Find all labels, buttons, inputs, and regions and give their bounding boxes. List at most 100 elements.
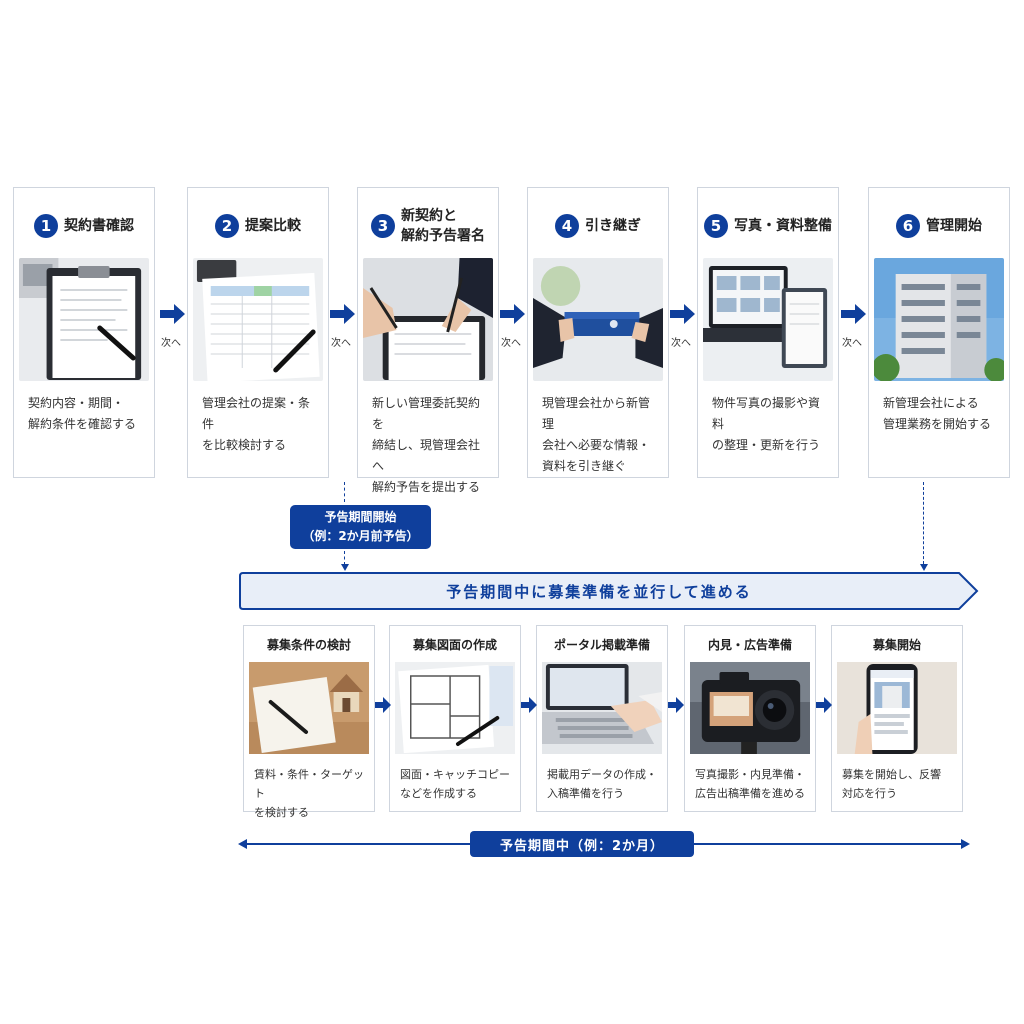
substep-title: ポータル掲載準備 (553, 638, 650, 652)
substep-title: 内見・広告準備 (707, 638, 792, 652)
next-arrow-icon (330, 304, 355, 324)
parallel-banner: 予告期間中に募集準備を並行して進める (239, 572, 979, 610)
next-arrow-icon (160, 304, 185, 324)
step-description: 管理会社の提案・条件 を比較検討する (202, 393, 320, 456)
laptop-typing-image (542, 662, 662, 754)
step-title-line: 解約予告署名 (401, 228, 485, 244)
step-desc-line: 管理会社の提案・条件 (202, 396, 311, 431)
substep-3-card: ポータル掲載準備 掲載用データの作成・ 入稿準備を行う (536, 625, 668, 812)
step-6-card: 6 管理開始 新管理会社による 管理業務を開始する (868, 187, 1010, 478)
smartphone-listing-image (837, 662, 957, 754)
step-3-header: 3 新契約と 解約予告署名 (358, 202, 498, 250)
step-desc-line: 現管理会社から新管理 (542, 396, 651, 431)
step-desc-line: 契約内容・期間・ (28, 396, 125, 410)
notice-connector-top (344, 482, 345, 502)
step-desc-line: 物件写真の撮影や資料 (712, 396, 821, 431)
step-desc-line: 管理業務を開始する (883, 417, 992, 431)
handover-binder-image (533, 258, 663, 381)
step-title: 管理開始 (926, 218, 982, 234)
substep-title: 募集条件の検討 (266, 638, 351, 652)
step-title: 新契約と 解約予告署名 (401, 206, 485, 246)
substep-title: 募集図面の作成 (412, 638, 497, 652)
step-number-badge: 5 (704, 214, 728, 238)
step-desc-line: 解約条件を確認する (28, 417, 137, 431)
step-2-card: 2 提案比較 管理会社の提案・条件 を比較検討する (187, 187, 329, 478)
next-label: 次へ (161, 338, 181, 349)
step-5-card: 5 写真・資料整備 物件写真の撮影や資料 の整理・更新を行う (697, 187, 839, 478)
substep-desc-line: 広告出稿準備を進める (695, 787, 805, 800)
substep-title: 募集開始 (872, 638, 921, 652)
notice-start-badge: 予告期間開始 （例：2か月前予告） (290, 505, 431, 549)
step-desc-line: 新しい管理委託契約を (372, 396, 481, 431)
next-label: 次へ (331, 338, 351, 349)
substep-desc-line: 対応を行う (842, 787, 897, 800)
banner-text: 予告期間中に募集準備を並行して進める (446, 582, 752, 601)
substep-5-card: 募集開始 募集を開始し、反響 対応を行う (831, 625, 963, 812)
notice-connector-bottom (344, 551, 345, 565)
substep-desc-line: 図面・キャッチコピー (400, 768, 510, 781)
contract-signing-image (363, 258, 493, 381)
sub-arrow-icon (668, 697, 684, 713)
next-arrow-icon (500, 304, 525, 324)
step-desc-line: 締結し、現管理会社へ (372, 438, 481, 473)
step-description: 新しい管理委託契約を 締結し、現管理会社へ 解約予告を提出する (372, 393, 490, 498)
apartment-building-image (874, 258, 1004, 381)
notice-start-line: 予告期間開始 (324, 510, 397, 524)
step-desc-line: の整理・更新を行う (712, 438, 821, 452)
step-number-badge: 1 (34, 214, 58, 238)
step-title-line: 新契約と (401, 208, 457, 224)
sub-arrow-icon (816, 697, 832, 713)
substep-desc-line: 掲載用データの作成・ (547, 768, 657, 781)
step-description: 物件写真の撮影や資料 の整理・更新を行う (712, 393, 830, 456)
banner-arrow-shape (239, 572, 979, 610)
step-number-badge: 6 (896, 214, 920, 238)
step-title: 写真・資料整備 (734, 218, 832, 234)
next-arrow-icon (670, 304, 695, 324)
management-connector-tip (920, 564, 928, 571)
camera-image (690, 662, 810, 754)
step-title: 契約書確認 (64, 218, 134, 234)
step-number-badge: 3 (371, 214, 395, 238)
step-6-header: 6 管理開始 (869, 202, 1009, 250)
step-4-header: 4 引き継ぎ (528, 202, 668, 250)
notice-start-line: （例：2か月前予告） (302, 529, 419, 543)
notebook-house-image (249, 662, 369, 754)
step-2-header: 2 提案比較 (188, 202, 328, 250)
next-label: 次へ (671, 338, 691, 349)
step-3-card: 3 新契約と 解約予告署名 新しい管理委託契約を 締結し、現管理会社へ 解約予告… (357, 187, 499, 494)
step-number-badge: 2 (215, 214, 239, 238)
step-4-card: 4 引き継ぎ 現管理会社から新管理 会社へ必要な情報・ 資料を引き継ぐ (527, 187, 669, 478)
step-desc-line: 資料を引き継ぐ (542, 459, 627, 473)
step-title: 提案比較 (245, 218, 301, 234)
substep-desc-line: などを作成する (400, 787, 477, 800)
substep-desc-line: 賃料・条件・ターゲット (254, 768, 364, 800)
step-desc-line: 会社へ必要な情報・ (542, 438, 651, 452)
step-1-header: 1 契約書確認 (14, 202, 154, 250)
substep-2-card: 募集図面の作成 図面・キャッチコピー などを作成する (389, 625, 521, 812)
substep-description: 図面・キャッチコピー などを作成する (400, 765, 514, 803)
photo-laptop-image (703, 258, 833, 381)
substep-desc-line: を検討する (254, 806, 309, 819)
substep-description: 写真撮影・内見準備・ 広告出稿準備を進める (695, 765, 809, 803)
management-connector (923, 482, 924, 564)
step-number-badge: 4 (555, 214, 579, 238)
step-description: 現管理会社から新管理 会社へ必要な情報・ 資料を引き継ぐ (542, 393, 660, 477)
contract-document-image (19, 258, 149, 381)
sub-arrow-icon (375, 697, 391, 713)
substep-4-card: 内見・広告準備 写真撮影・内見準備・ 広告出稿準備を進める (684, 625, 816, 812)
period-badge: 予告期間中（例：2か月） (470, 831, 694, 857)
notice-connector-tip (341, 564, 349, 571)
step-description: 契約内容・期間・ 解約条件を確認する (28, 393, 146, 435)
substep-desc-line: 募集を開始し、反響 (842, 768, 941, 781)
step-desc-line: 新管理会社による (883, 396, 979, 410)
substep-description: 賃料・条件・ターゲット を検討する (254, 765, 368, 822)
substep-desc-line: 入稿準備を行う (547, 787, 624, 800)
step-desc-line: を比較検討する (202, 438, 287, 452)
step-title: 引き継ぎ (585, 218, 641, 234)
substep-desc-line: 写真撮影・内見準備・ (695, 768, 805, 781)
step-1-card: 1 契約書確認 契約内容・期間・ 解約条件を確認する (13, 187, 155, 478)
next-arrow-icon (841, 304, 866, 324)
step-description: 新管理会社による 管理業務を開始する (883, 393, 1001, 435)
next-label: 次へ (842, 338, 862, 349)
step-desc-line: 解約予告を提出する (372, 480, 481, 494)
